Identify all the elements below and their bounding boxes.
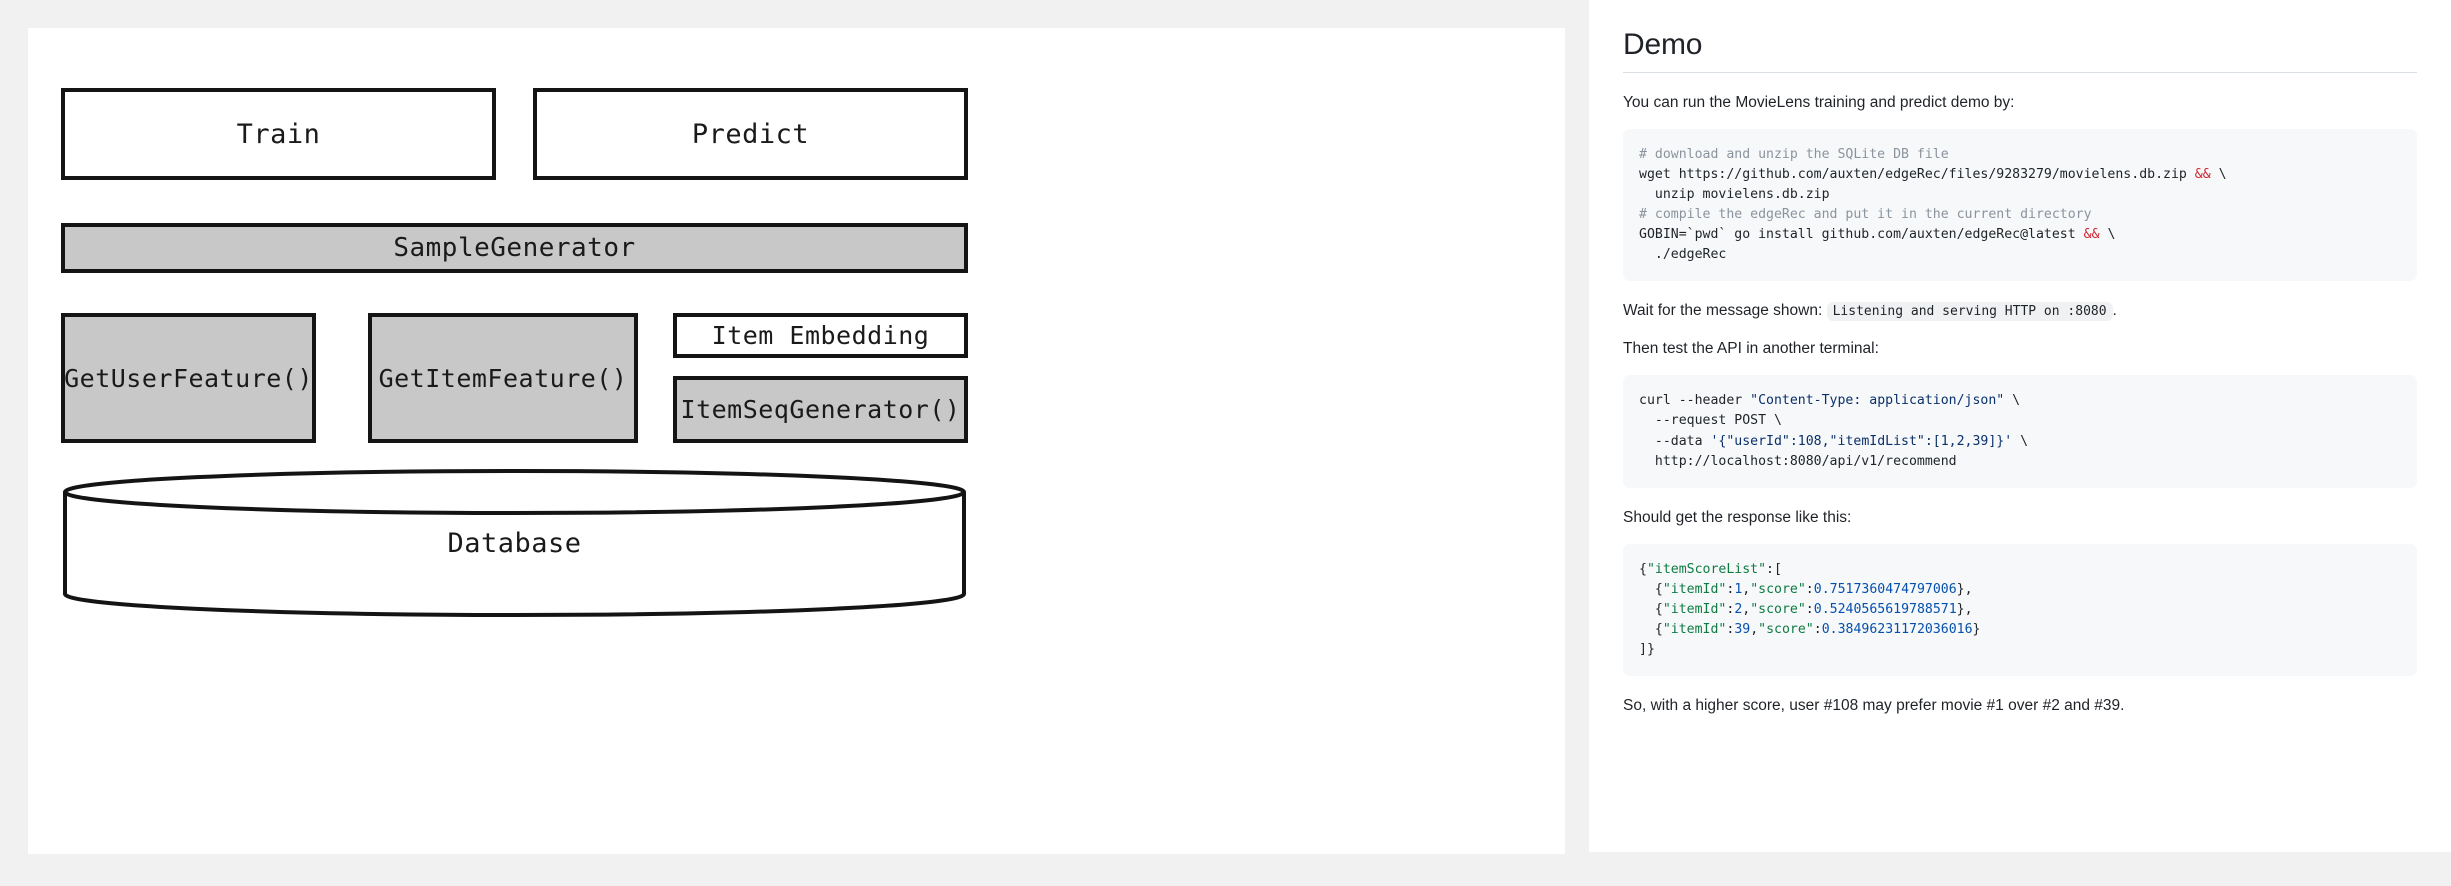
- diagram-node-train-label: Train: [236, 118, 321, 150]
- curl-line1-string: "Content-Type: application/json": [1750, 393, 2005, 409]
- json-row2-val2: 0.38496231172036016: [1821, 621, 1973, 637]
- wait-message-paragraph: Wait for the message shown: Listening an…: [1623, 299, 2417, 323]
- code-edgerec-run-line: ./edgeRec: [1639, 247, 1727, 263]
- json-row2-key2: "score": [1758, 621, 1814, 637]
- diagram-node-samplegenerator-label: SampleGenerator: [393, 233, 636, 263]
- curl-code-block[interactable]: curl --header "Content-Type: application…: [1623, 375, 2417, 488]
- database-cylinder-icon: [63, 469, 966, 617]
- curl-line3-string: '{"userId":108,"itemIdList":[1,2,39]}': [1710, 433, 2013, 449]
- code-wget-operator: &&: [2194, 167, 2211, 183]
- json-close: ]}: [1639, 641, 1655, 657]
- code-gobin-operator: &&: [2083, 227, 2100, 243]
- curl-line2: --request POST \: [1639, 413, 1782, 429]
- code-comment-compile: # compile the edgeRec and put it in the …: [1639, 207, 2092, 223]
- curl-line3-pre: --data: [1639, 433, 1711, 449]
- intro-paragraph: You can run the MovieLens training and p…: [1623, 94, 2015, 111]
- json-row0-tail: },: [1956, 581, 1973, 597]
- json-row1-key1: "itemId": [1662, 601, 1727, 617]
- title-divider: [1623, 72, 2417, 73]
- json-row2-key1: "itemId": [1662, 621, 1727, 637]
- diagram-node-database: Database: [61, 468, 968, 618]
- curl-line4-url: http://localhost:8080/api/v1/recommend: [1639, 453, 1957, 469]
- curl-line3-post: \: [2012, 433, 2029, 449]
- json-row1-key2: "score": [1750, 601, 1806, 617]
- listening-inline-code: Listening and serving HTTP on :8080: [1826, 302, 2113, 322]
- page-title: Demo: [1623, 28, 1703, 61]
- wait-message-suffix: .: [2112, 302, 2117, 320]
- json-key-itemscorelist: "itemScoreList": [1646, 561, 1767, 577]
- json-open-brace: {: [1639, 561, 1647, 577]
- response-intro-paragraph: Should get the response like this:: [1623, 508, 1852, 526]
- json-row0-key1: "itemId": [1662, 581, 1727, 597]
- diagram-node-itemseqgenerator-label: ItemSeqGenerator(): [680, 395, 961, 424]
- curl-line1-post: \: [2004, 393, 2021, 409]
- diagram-node-database-label: Database: [447, 527, 582, 559]
- diagram-node-getitemfeature-label: GetItemFeature(): [378, 363, 628, 393]
- json-row1-tail: },: [1956, 601, 1973, 617]
- code-gobin-post: \: [2099, 227, 2116, 243]
- diagram-node-getuserfeature: GetUserFeature(): [61, 313, 316, 443]
- diagram-node-getitemfeature: GetItemFeature(): [368, 313, 638, 443]
- install-code-block[interactable]: # download and unzip the SQLite DB file …: [1623, 129, 2417, 282]
- diagram-node-train: Train: [61, 88, 496, 180]
- json-row2-val1: 39: [1734, 621, 1751, 637]
- code-comment-download: # download and unzip the SQLite DB file: [1639, 147, 1949, 163]
- conclusion-paragraph: So, with a higher score, user #108 may p…: [1623, 697, 2125, 714]
- json-row0-val2: 0.7517360474797006: [1813, 581, 1957, 597]
- diagram-node-itemembedding-label: Item Embedding: [711, 321, 930, 350]
- diagram-node-itemembedding: Item Embedding: [673, 313, 968, 358]
- curl-line1-pre: curl --header: [1639, 393, 1751, 409]
- code-wget-pre: wget https://github.com/auxten/edgeRec/f…: [1639, 167, 2195, 183]
- response-code-block[interactable]: {"itemScoreList":[ {"itemId":1,"score":0…: [1623, 543, 2417, 676]
- json-row1-val2: 0.5240565619788571: [1813, 601, 1957, 617]
- then-test-paragraph: Then test the API in another terminal:: [1623, 340, 1879, 358]
- diagram-node-predict-label: Predict: [691, 118, 810, 150]
- code-wget-post: \: [2210, 167, 2227, 183]
- json-row0-key2: "score": [1750, 581, 1806, 597]
- json-row0-val1: 1: [1734, 581, 1743, 597]
- diagram-node-predict: Predict: [533, 88, 968, 180]
- diagram-node-getuserfeature-label: GetUserFeature(): [64, 363, 313, 393]
- json-row2-tail: }: [1972, 621, 1981, 637]
- demo-readme-panel: Demo You can run the MovieLens training …: [1589, 0, 2451, 852]
- architecture-diagram-panel: Train Predict SampleGenerator GetUserFea…: [28, 28, 1565, 854]
- diagram-node-samplegenerator: SampleGenerator: [61, 223, 968, 273]
- code-unzip-line: unzip movielens.db.zip: [1639, 187, 1830, 203]
- json-open-array: :[: [1766, 561, 1782, 577]
- code-gobin-pre: GOBIN=`pwd` go install github.com/auxten…: [1639, 227, 2084, 243]
- wait-message-prefix: Wait for the message shown:: [1623, 302, 1823, 320]
- json-row1-val1: 2: [1734, 601, 1743, 617]
- diagram-node-itemseqgenerator: ItemSeqGenerator(): [673, 376, 968, 443]
